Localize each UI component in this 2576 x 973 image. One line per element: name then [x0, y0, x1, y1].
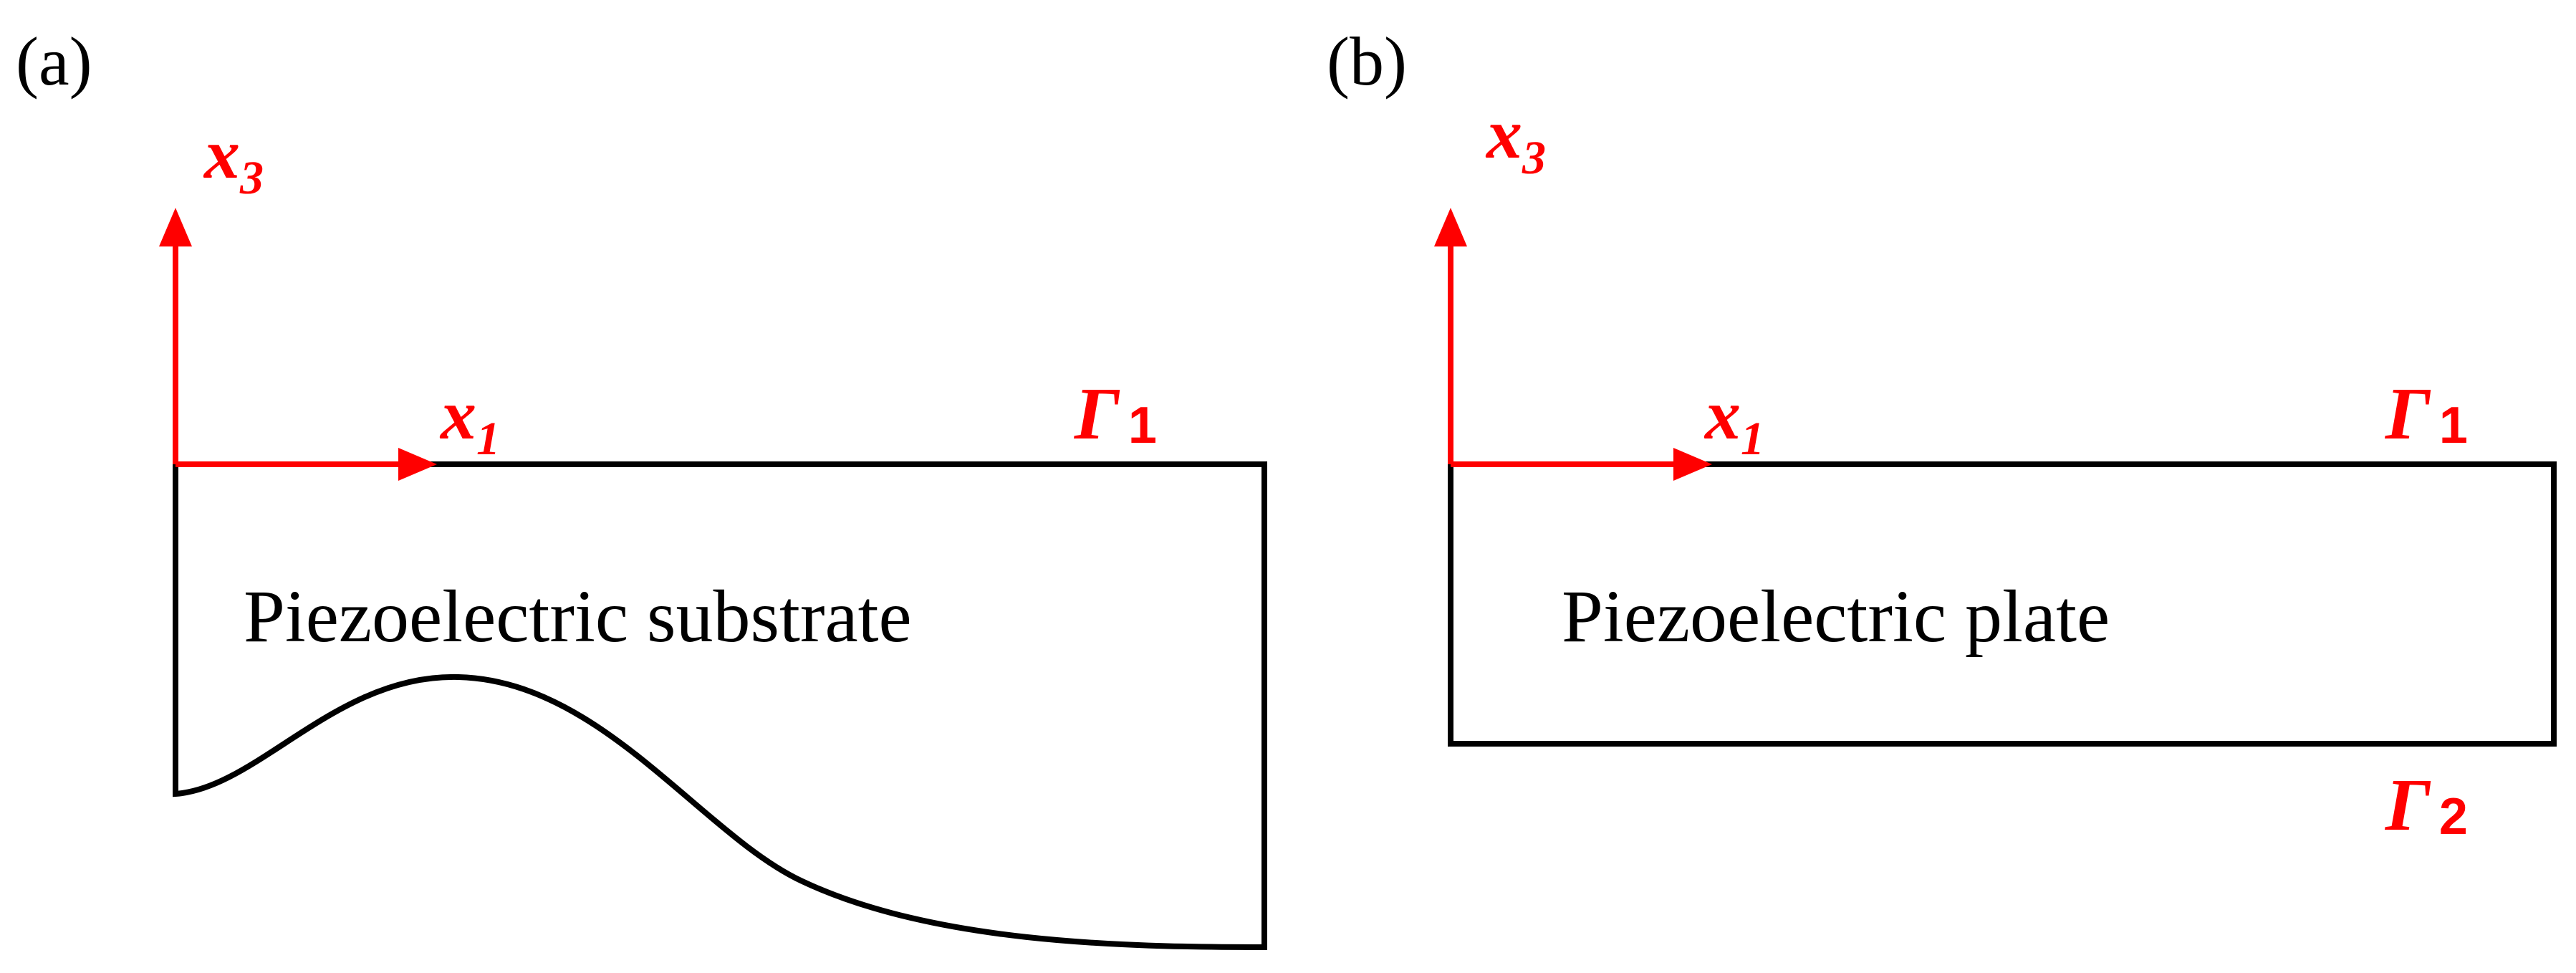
x1-label-b: x1: [1703, 375, 1764, 465]
substrate-label: Piezoelectric substrate: [244, 575, 912, 658]
plate-outline: [1448, 461, 2557, 747]
x3-arrowhead-a: [159, 208, 192, 246]
x1-label-a: x1: [439, 375, 500, 465]
panel-a-label: (a): [16, 23, 92, 100]
x3-label-b: x3: [1485, 94, 1546, 184]
substrate-outline: [173, 461, 1267, 951]
x1-arrowhead-a: [398, 448, 437, 481]
x3-label-a: x3: [203, 114, 264, 204]
x1-arrowhead-b: [1673, 448, 1712, 481]
x3-arrowhead-b: [1434, 208, 1467, 246]
plate-label: Piezoelectric plate: [1562, 575, 2110, 658]
panel-b-label: (b): [1327, 23, 1407, 100]
